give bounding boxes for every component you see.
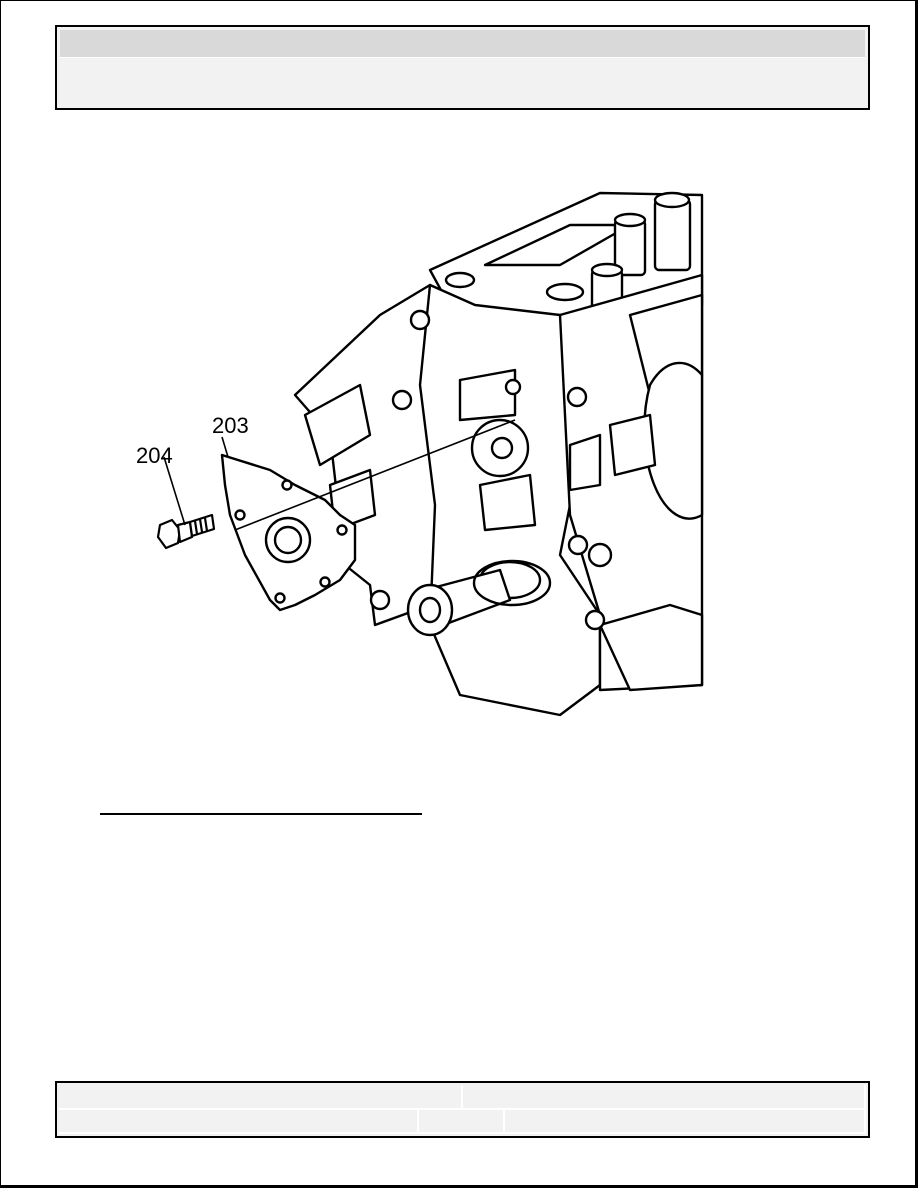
callout-gasket-label: 203 bbox=[212, 413, 249, 438]
engine-block-illustration: 203 204 bbox=[130, 185, 705, 725]
footer-cell-bottom-right bbox=[505, 1110, 866, 1134]
footer-box bbox=[55, 1081, 870, 1138]
callout-bolt-label: 204 bbox=[136, 443, 173, 468]
footer-cell-top-left bbox=[59, 1085, 463, 1110]
header-title-bar bbox=[60, 30, 865, 58]
header-subtitle-bar bbox=[60, 59, 865, 105]
section-divider bbox=[100, 813, 422, 815]
engine-block-rear-cover-icon bbox=[156, 191, 704, 717]
footer-cell-top-right bbox=[463, 1085, 866, 1110]
header-box bbox=[55, 25, 870, 110]
footer-cell-bottom-left bbox=[59, 1110, 419, 1134]
footer-cell-bottom-middle bbox=[419, 1110, 505, 1134]
